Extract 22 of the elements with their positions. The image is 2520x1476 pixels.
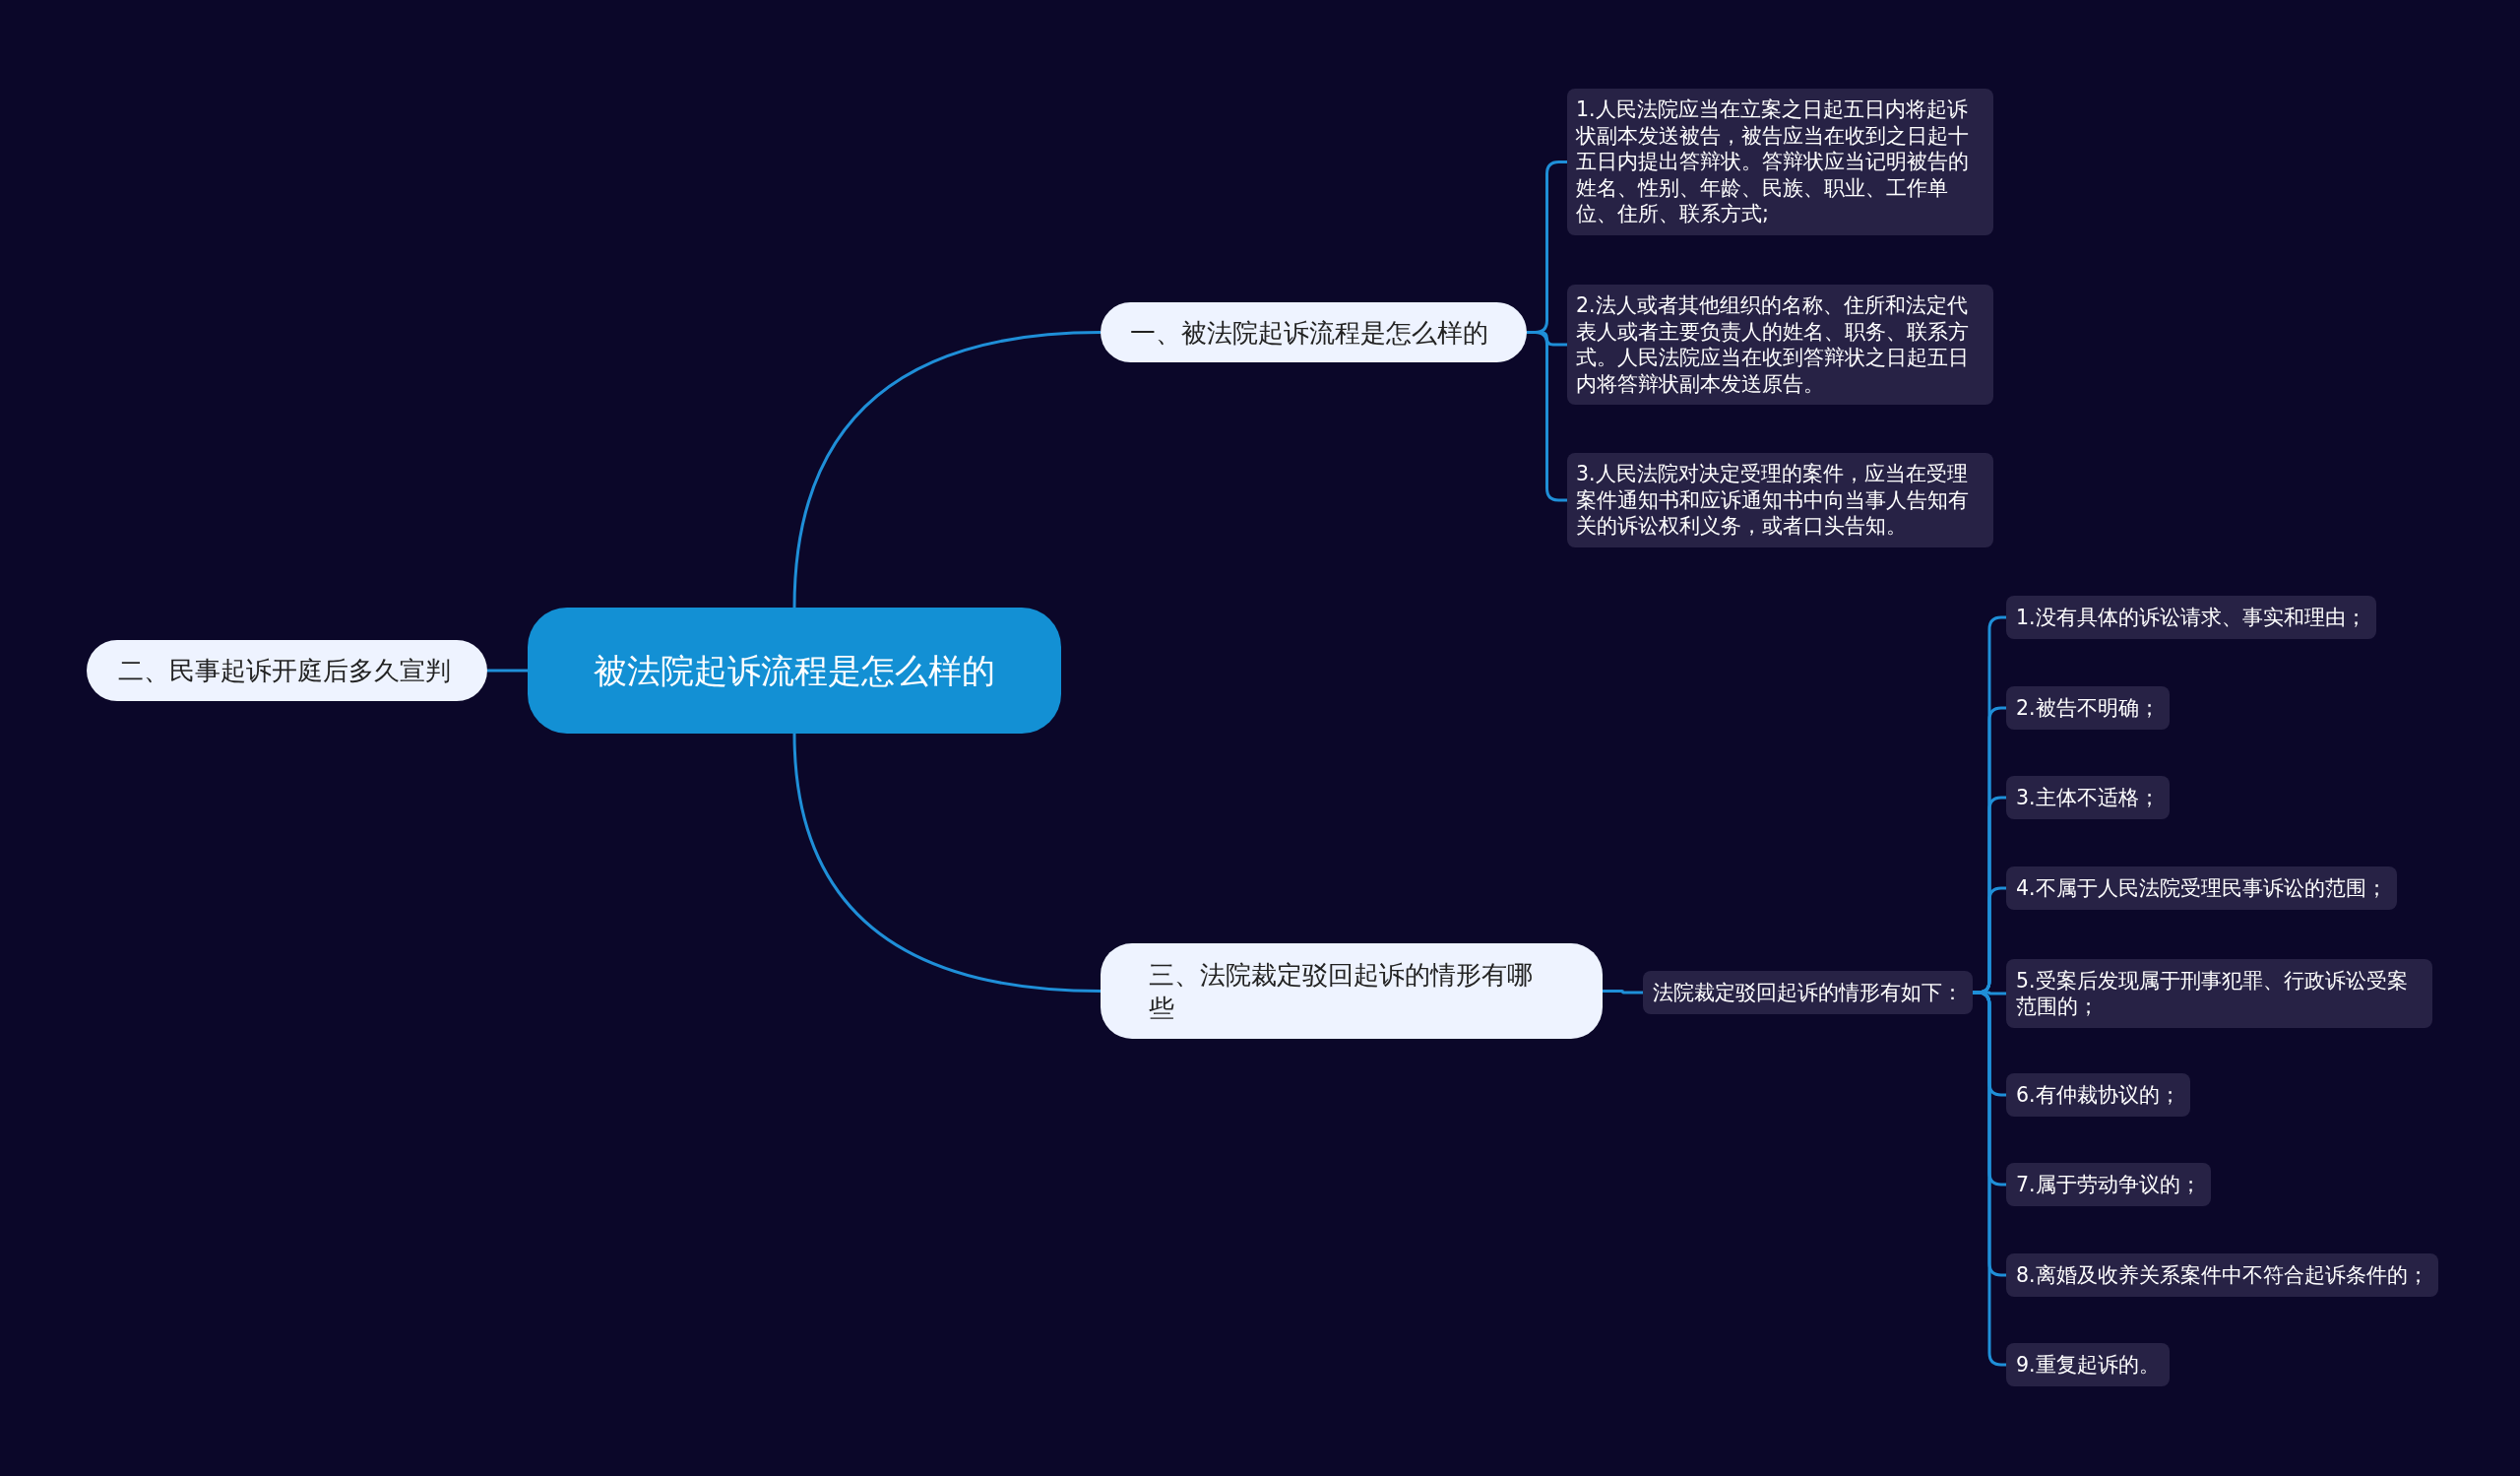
central-topic-box: 被法院起诉流程是怎么样的 [528,608,1061,734]
connector-line [792,331,1102,609]
list-item-box: 5.受案后发现属于刑事犯罪、行政诉讼受案范围的； [2006,959,2432,1028]
branch-topic-box: 二、民事起诉开庭后多久宣判 [87,640,487,701]
list-item-box: 8.离婚及收养关系案件中不符合起诉条件的； [2006,1253,2438,1297]
branch-topic-box: 三、法院裁定驳回起诉的情形有哪些 [1101,943,1603,1039]
connector-line [792,733,1102,993]
list-item-box: 1.没有具体的诉讼请求、事实和理由； [2006,596,2376,639]
subtopic-box: 法院裁定驳回起诉的情形有如下： [1643,971,1973,1014]
detail-text-box: 1.人民法院应当在立案之日起五日内将起诉状副本发送被告，被告应当在收到之日起十五日内提出答辩状。答辩状应当记明被告的姓名、性别、年龄、民族、职业、工作单位、住所、联系方式; [1567,89,1993,235]
list-item-box: 7.属于劳动争议的； [2006,1163,2211,1206]
detail-text-box: 2.法人或者其他组织的名称、住所和法定代表人或者主要负责人的姓名、职务、联系方式。人民法院应当在收到答辩状之日起五日内将答辩状副本发送原告。 [1567,285,1993,405]
list-item-box: 3.主体不适格； [2006,776,2170,819]
list-item-box: 2.被告不明确； [2006,686,2170,730]
connector-line [487,669,528,673]
detail-text-box: 3.人民法院对决定受理的案件，应当在受理案件通知书和应诉通知书中向当事人告知有关的诉讼权利义务，或者口头告知。 [1567,453,1993,547]
connector-line [1603,990,1643,995]
connector-line [1527,331,1567,502]
list-item-box: 6.有仲裁协议的； [2006,1073,2190,1117]
list-item-box: 9.重复起诉的。 [2006,1343,2170,1386]
list-item-box: 4.不属于人民法院受理民事诉讼的范围； [2006,866,2397,910]
branch-topic-box: 一、被法院起诉流程是怎么样的 [1101,302,1527,362]
